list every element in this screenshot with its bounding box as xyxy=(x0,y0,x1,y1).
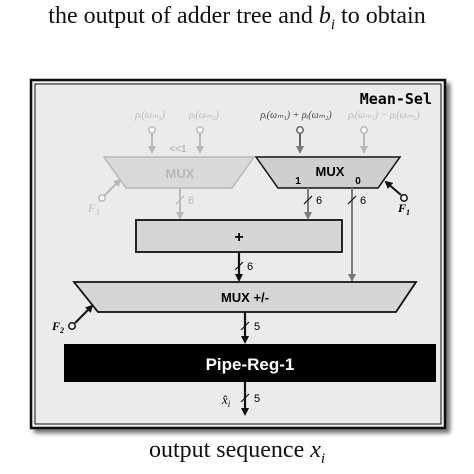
mean-sel-title: Mean-Sel xyxy=(360,90,432,108)
width-adder-out: 6 xyxy=(247,261,253,273)
mux-right xyxy=(254,156,402,189)
input-left-b: ρᵢ(ωₘ₂) xyxy=(188,110,219,121)
input-left-a: ρᵢ(ωₘ₁) xyxy=(134,110,165,121)
width-output: 5 xyxy=(254,393,260,405)
input-right-a: ρᵢ(ωₘ₁) + ρᵢ(ωₘ₂) xyxy=(259,110,332,121)
mux-right-label: MUX xyxy=(316,164,345,179)
mux-pm xyxy=(72,281,418,313)
width-mux-right-1: 6 xyxy=(316,195,322,207)
output-label: x̂i xyxy=(221,392,231,409)
mean-sel-inner-frame xyxy=(34,83,442,425)
mux-left-label: MUX xyxy=(166,166,195,181)
input-right-b: ρᵢ(ωₘ₁) − ρᵢ(ωₘ₂) xyxy=(347,110,420,121)
f2-label: F2 xyxy=(51,319,64,335)
footer-symbol: x xyxy=(310,437,321,463)
header-subscript: i xyxy=(330,16,336,33)
f3-label: F3 xyxy=(87,201,99,217)
adder-block xyxy=(135,219,343,253)
select-f1: F1 xyxy=(384,180,410,217)
header-symbol: b xyxy=(318,3,331,29)
header-text-after: to obtain xyxy=(335,3,426,29)
header-caption: the output of adder tree and bi to obtai… xyxy=(0,2,474,39)
input-pins xyxy=(148,126,368,154)
f1-label: F1 xyxy=(397,201,410,217)
adder-label: + xyxy=(234,229,243,246)
mux-pm-label: MUX +/- xyxy=(221,290,269,305)
shift-label: <<1 xyxy=(169,144,187,155)
select-f3: F3 xyxy=(87,178,122,217)
header-text-before: the output of adder tree and xyxy=(48,3,319,29)
select-f2: F2 xyxy=(51,304,94,335)
mux-right-port-0: 0 xyxy=(355,176,361,187)
pipe-reg-1 xyxy=(64,344,436,382)
mux-left xyxy=(102,156,256,189)
footer-subscript: i xyxy=(320,450,326,467)
width-mux-left: 6 xyxy=(188,195,194,207)
width-mux-pm-out: 5 xyxy=(254,321,260,333)
width-mux-right-0: 6 xyxy=(360,195,366,207)
footer-text-before: output sequence xyxy=(148,437,311,463)
footer-caption: output sequence xi xyxy=(0,436,474,473)
pipe-reg-label: Pipe-Reg-1 xyxy=(206,355,295,374)
mux-right-port-1: 1 xyxy=(295,176,301,187)
